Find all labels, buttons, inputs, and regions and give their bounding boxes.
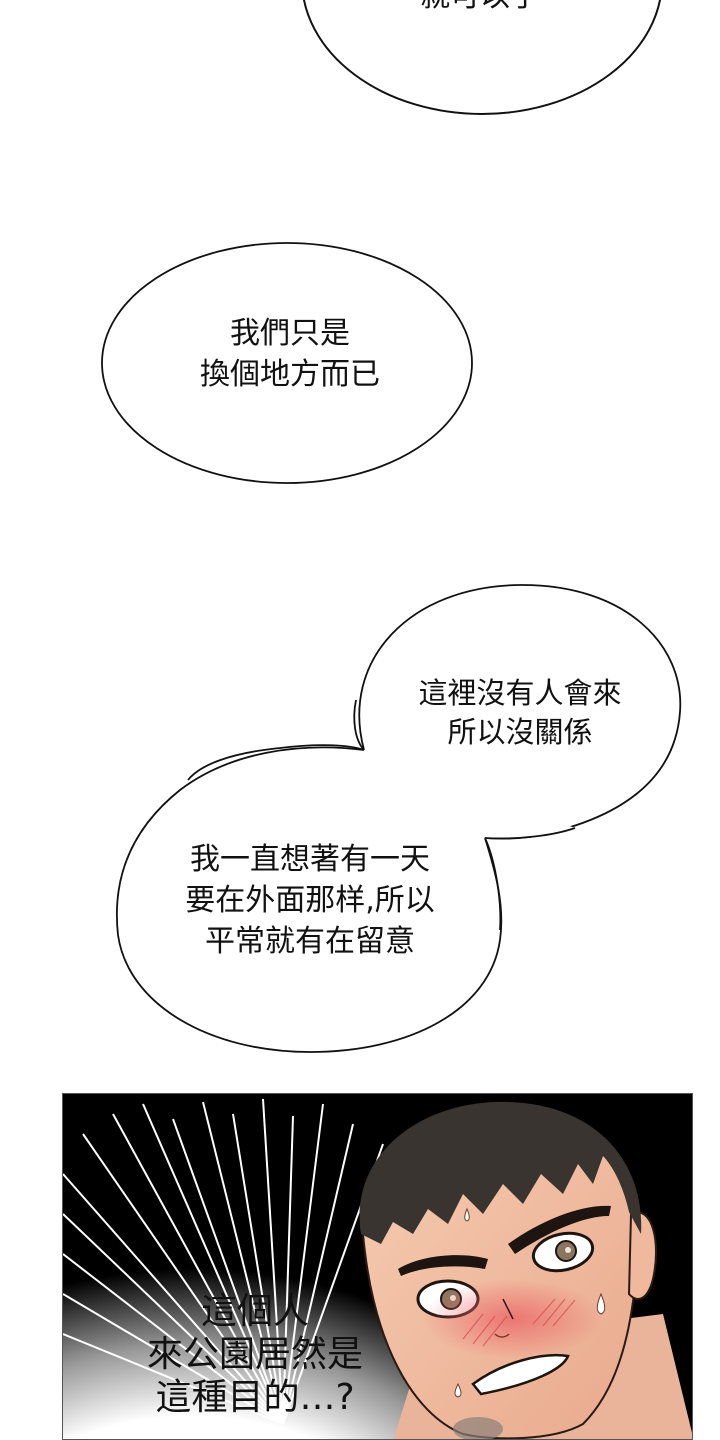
character-face — [359, 1101, 692, 1439]
speech-bubble-2-text: 我們只是 換個地方而已 — [140, 313, 440, 396]
speech-bubble-3-tail-edge — [353, 699, 365, 751]
hair — [359, 1101, 642, 1244]
speech-bubble-3-text: 這裡沒有人會來 所以沒關係 — [370, 674, 670, 752]
bubble-line: 所以沒關係 — [447, 715, 593, 750]
speech-bubble-4-text: 我一直想著有一天 要在外面那样,所以 平常就有在留意 — [130, 840, 490, 962]
bubble-line: 我們只是 — [230, 316, 350, 351]
speech-bubble-1 — [303, 0, 661, 115]
panel-narration: 這個人 來公園居然是 這種目的…? — [105, 1290, 405, 1420]
bubble-line: 平常就有在留意 — [205, 923, 415, 959]
bubble-line: 就可以了 — [330, 0, 630, 16]
sweat-drop — [464, 1207, 470, 1222]
speech-bubble-4-tail-edge — [484, 837, 502, 931]
bubble-line: 這裡沒有人會來 — [418, 676, 622, 710]
comic-panel-surprised-man — [62, 1093, 693, 1440]
bubble-line: 換個地方而已 — [200, 357, 380, 393]
narration-line: 這個人 — [200, 1291, 309, 1332]
panel-illustration — [63, 1098, 692, 1439]
speech-bubble-2 — [101, 242, 473, 484]
narration-line: 來公園居然是 — [146, 1334, 363, 1376]
bubble-line: 要在外面那样,所以 — [185, 882, 435, 918]
narration-line: 這種目的…? — [155, 1377, 355, 1419]
sweat-drop — [454, 1382, 462, 1398]
sweat-drop — [596, 1292, 606, 1315]
bubble-line: 我一直想著有一天 — [190, 842, 430, 877]
speech-bubble-1-text: 就可以了 — [330, 0, 630, 16]
mouth — [471, 1353, 570, 1396]
